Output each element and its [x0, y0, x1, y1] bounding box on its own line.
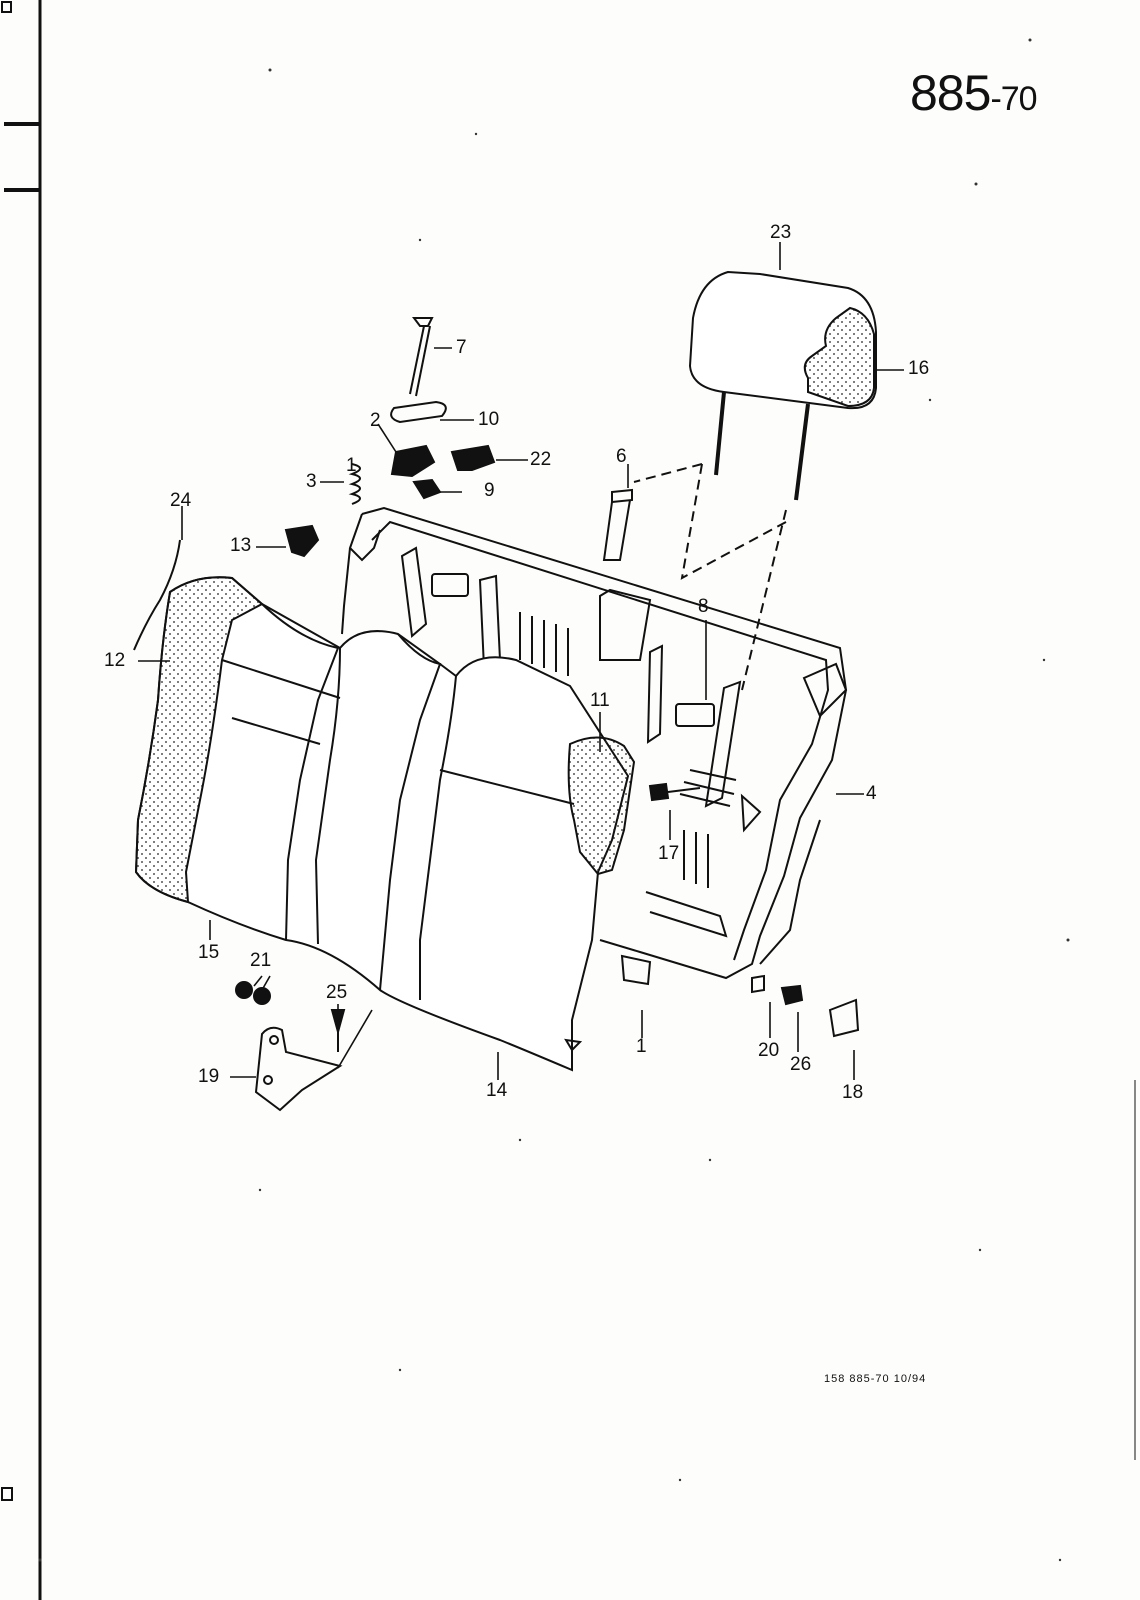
callout-15: 15 [198, 942, 220, 963]
rod-24 [133, 539, 181, 651]
scan-speckles [38, 38, 1070, 1562]
callout-1-bottom: 1 [636, 1036, 647, 1057]
callout-12: 12 [104, 650, 126, 671]
callout-21: 21 [250, 950, 272, 971]
callout-19: 19 [198, 1066, 220, 1087]
callout-11: 11 [590, 690, 610, 711]
callout-9: 9 [484, 480, 495, 501]
callout-13: 13 [230, 535, 252, 556]
callout-7: 7 [456, 337, 467, 358]
callout-24: 24 [170, 490, 192, 511]
callout-17: 17 [658, 843, 680, 864]
backrest-frame [341, 506, 848, 980]
callout-1-top: 1 [346, 455, 357, 476]
callout-3: 3 [306, 471, 317, 492]
callout-18: 18 [842, 1082, 864, 1103]
callout-4: 4 [866, 783, 877, 804]
footer-reference: 158 885-70 10/94 [824, 1373, 927, 1385]
callout-23: 23 [770, 222, 792, 243]
backrest-cushion [134, 576, 636, 1072]
callout-8: 8 [698, 596, 709, 617]
callout-2: 2 [370, 410, 381, 431]
small-parts [235, 317, 860, 1112]
callout-6: 6 [616, 446, 627, 467]
callout-10: 10 [478, 409, 500, 430]
diagram-code-main: 885 [910, 65, 991, 121]
callout-16: 16 [908, 358, 930, 379]
callout-14: 14 [486, 1080, 508, 1101]
diagram-code-suffix: -70 [990, 80, 1037, 118]
headrest [633, 270, 877, 691]
callout-22: 22 [530, 449, 552, 470]
callout-20: 20 [758, 1040, 780, 1061]
leader-lines [138, 242, 904, 1080]
diagram-code: 885-70 [910, 64, 1038, 122]
callout-26: 26 [790, 1054, 812, 1075]
callout-25: 25 [326, 982, 348, 1003]
